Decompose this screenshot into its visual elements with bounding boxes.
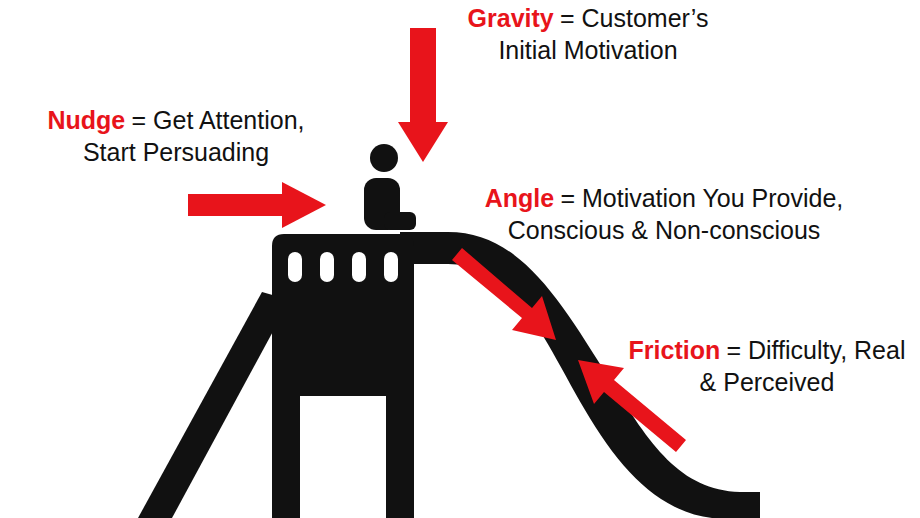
tower-windows — [288, 252, 398, 282]
force-meaning: = Difficulty, Real & Perceived — [700, 336, 906, 396]
friction-arrow — [578, 360, 686, 452]
force-name: Gravity — [468, 4, 554, 32]
person-figure — [364, 144, 416, 230]
force-name: Nudge — [47, 106, 125, 134]
gravity-label: Gravity= Customer’s Initial Motivation — [440, 2, 736, 66]
slide-ladder — [138, 292, 290, 518]
force-name: Angle — [485, 184, 554, 212]
friction-label: Friction= Difficulty, Real & Perceived — [620, 334, 914, 398]
nudge-label: Nudge= Get Attention, Start Persuading — [26, 104, 326, 168]
angle-label: Angle= Motivation You Provide, Conscious… — [440, 182, 888, 246]
angle-arrow — [452, 248, 556, 340]
nudge-arrow — [188, 182, 326, 228]
gravity-arrow — [398, 28, 448, 162]
force-name: Friction — [629, 336, 721, 364]
slide-tower — [272, 234, 414, 518]
force-meaning: = Motivation You Provide, Conscious & No… — [508, 184, 844, 244]
